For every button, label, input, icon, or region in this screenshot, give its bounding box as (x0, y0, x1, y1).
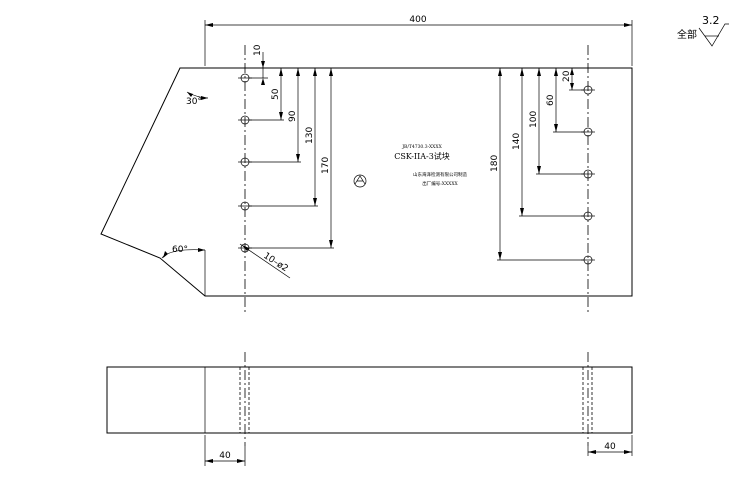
dim-bottom-right-40: 40 (604, 442, 616, 452)
surface-finish-value: 3.2 (702, 14, 720, 27)
right-hole-column (581, 45, 595, 314)
left-vertical-dimensions: 10 50 90 130 170 (249, 44, 334, 249)
right-vertical-dimensions: 20 60 100 140 180 (490, 68, 584, 261)
angle-60: 60° (161, 245, 206, 259)
hole-callout-label: 10–ø2 (261, 251, 289, 274)
angle-30: 30° (186, 91, 209, 107)
company-logo (353, 174, 367, 188)
label-plate: JB/T4730.3-XXXX CSK-IIA-3试块 山东海泽检测有限公司制造… (353, 144, 467, 188)
label-standard: JB/T4730.3-XXXX (401, 144, 442, 150)
dim-left-50: 50 (271, 88, 281, 100)
dim-right-100: 100 (529, 111, 539, 128)
dim-left-90: 90 (288, 110, 298, 122)
dim-left-130: 130 (305, 127, 315, 144)
dim-right-180: 180 (490, 155, 500, 172)
left-hole-column (238, 45, 252, 314)
dimension-overall-length: 400 (204, 15, 633, 66)
surface-finish-symbol: 全部 3.2 (677, 14, 729, 47)
label-name: CSK-IIA-3试块 (394, 151, 450, 161)
angle-60-label: 60° (172, 245, 188, 255)
front-view-outline (100, 67, 633, 297)
dim-right-140: 140 (512, 133, 522, 150)
dim-right-60: 60 (546, 94, 556, 106)
dim-bottom-left-40: 40 (219, 451, 231, 461)
label-maker: 山东海泽检测有限公司制造 (413, 171, 467, 178)
label-serial: 出厂编号:XXXXX (422, 180, 458, 187)
bottom-view-dimensions: 40 40 (204, 435, 633, 466)
dimension-overall-label: 400 (409, 15, 426, 25)
bottom-view-outline (106, 352, 633, 446)
dim-right-20: 20 (562, 70, 572, 82)
surface-finish-prefix: 全部 (677, 28, 697, 41)
hole-callout: 10–ø2 (239, 243, 291, 279)
angle-30-label: 30° (186, 97, 202, 107)
dim-left-170: 170 (321, 157, 331, 174)
dim-left-10: 10 (253, 44, 263, 56)
